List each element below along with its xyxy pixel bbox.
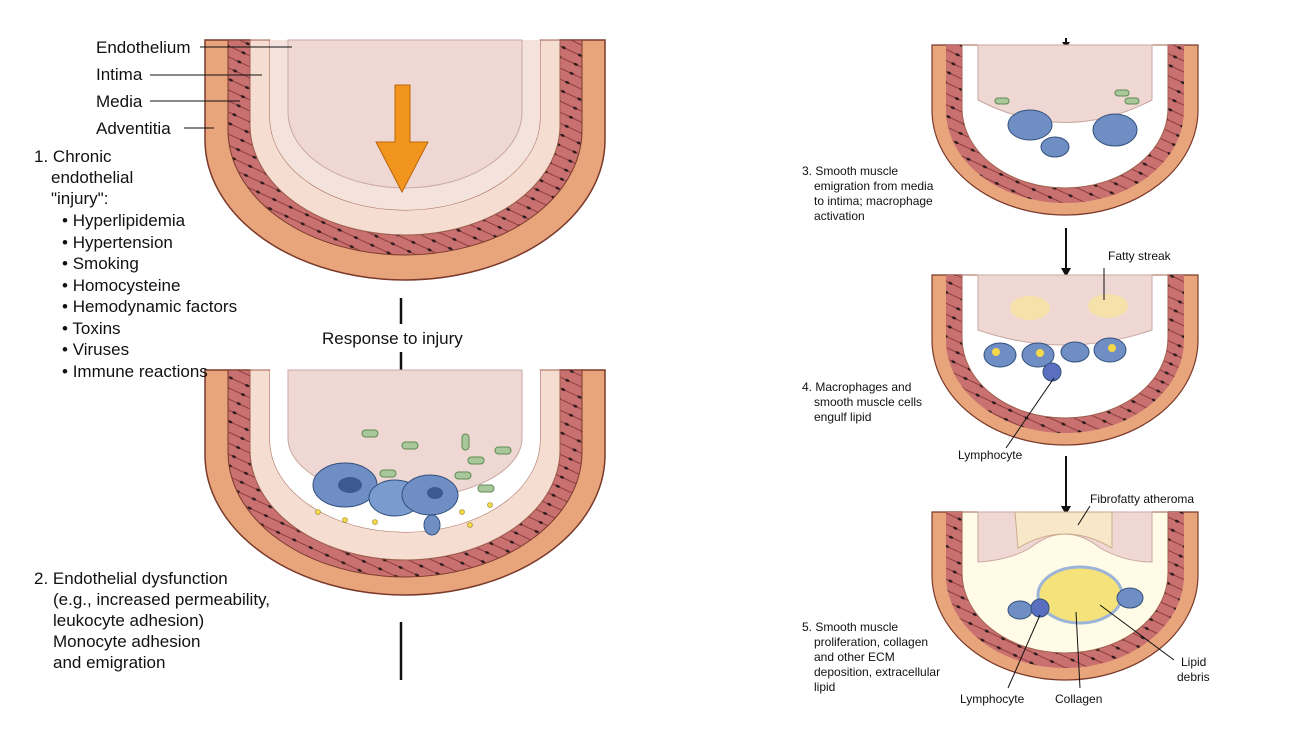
lymphocyte-label-stage4: Lymphocyte xyxy=(958,448,1023,462)
label-media: Media xyxy=(96,92,143,111)
stage3-line: activation xyxy=(814,209,865,223)
lipid-debris-label-line2: debris xyxy=(1177,670,1210,684)
stage4-line: engulf lipid xyxy=(814,410,872,424)
risk-factor-item: • Immune reactions xyxy=(62,361,208,381)
stage2-line: and emigration xyxy=(53,653,166,672)
stage2-line: (e.g., increased permeability, xyxy=(53,590,271,609)
stage4-line: smooth muscle cells xyxy=(814,395,923,409)
stage1-text: 1. Chronic endothelial "injury": xyxy=(34,146,133,209)
stage5-text: 5. Smooth muscle proliferation, collagen… xyxy=(802,620,940,695)
stage1-title-line: Chronic xyxy=(52,147,112,166)
stage2-number: 2. xyxy=(34,569,49,588)
vessel-stage3 xyxy=(931,44,1199,216)
stage1-title-line: "injury": xyxy=(51,189,109,208)
stage5-line: and other ECM xyxy=(814,650,895,664)
risk-factor-item: • Hemodynamic factors xyxy=(62,297,238,316)
vessel-stage4 xyxy=(931,274,1199,446)
label-intima: Intima xyxy=(96,65,143,84)
risk-factor-item: • Viruses xyxy=(62,340,130,359)
fatty-streak-label: Fatty streak xyxy=(1108,249,1171,263)
stage1-title-line: endothelial xyxy=(51,168,134,187)
stage4-line: 4. Macrophages and xyxy=(802,380,912,394)
risk-factor-item: • Smoking xyxy=(62,254,139,273)
stage2-text: 2. Endothelial dysfunction (e.g., increa… xyxy=(34,568,270,673)
response-to-injury-label: Response to injury xyxy=(322,329,463,348)
risk-factor-item: • Hypertension xyxy=(62,232,173,252)
risk-factor-item: • Hyperlipidemia xyxy=(62,211,186,230)
lymphocyte-label-stage5: Lymphocyte xyxy=(960,692,1025,706)
lipid-debris-label-line1: Lipid xyxy=(1181,655,1207,669)
stage5-line: lipid xyxy=(814,680,836,694)
injury-arrow xyxy=(375,84,429,194)
stage2-line: leukocyte adhesion) xyxy=(53,611,205,630)
risk-factor-item: • Homocysteine xyxy=(62,275,181,295)
stage3-line: to intima; macrophage xyxy=(814,194,933,208)
stage5-line: 5. Smooth muscle xyxy=(802,620,899,634)
layer-leader-lines xyxy=(150,46,292,129)
stage3-text: 3. Smooth muscle emigration from media t… xyxy=(802,164,933,224)
label-adventitia: Adventitia xyxy=(96,119,171,138)
risk-factor-item: • Toxins xyxy=(62,318,121,338)
stage5-line: proliferation, collagen xyxy=(814,635,929,649)
stage3-line: 3. Smooth muscle xyxy=(802,164,899,178)
vessel-dysfunction xyxy=(204,369,606,596)
collagen-label: Collagen xyxy=(1055,692,1103,706)
fibrofatty-atheroma-label: Fibrofatty atheroma xyxy=(1090,492,1195,506)
risk-factor-list: • Hyperlipidemia • Hypertension • Smokin… xyxy=(62,210,237,382)
stage2-line: Endothelial dysfunction xyxy=(52,569,228,588)
label-endothelium: Endothelium xyxy=(96,38,191,57)
stage3-line: emigration from media xyxy=(814,179,934,193)
stage5-line: deposition, extracellular xyxy=(814,665,941,679)
stage4-text: 4. Macrophages and smooth muscle cells e… xyxy=(802,380,922,425)
stage1-number: 1. xyxy=(34,147,49,166)
stage2-line: Monocyte adhesion xyxy=(53,632,201,651)
vessel-stage5 xyxy=(931,511,1199,681)
